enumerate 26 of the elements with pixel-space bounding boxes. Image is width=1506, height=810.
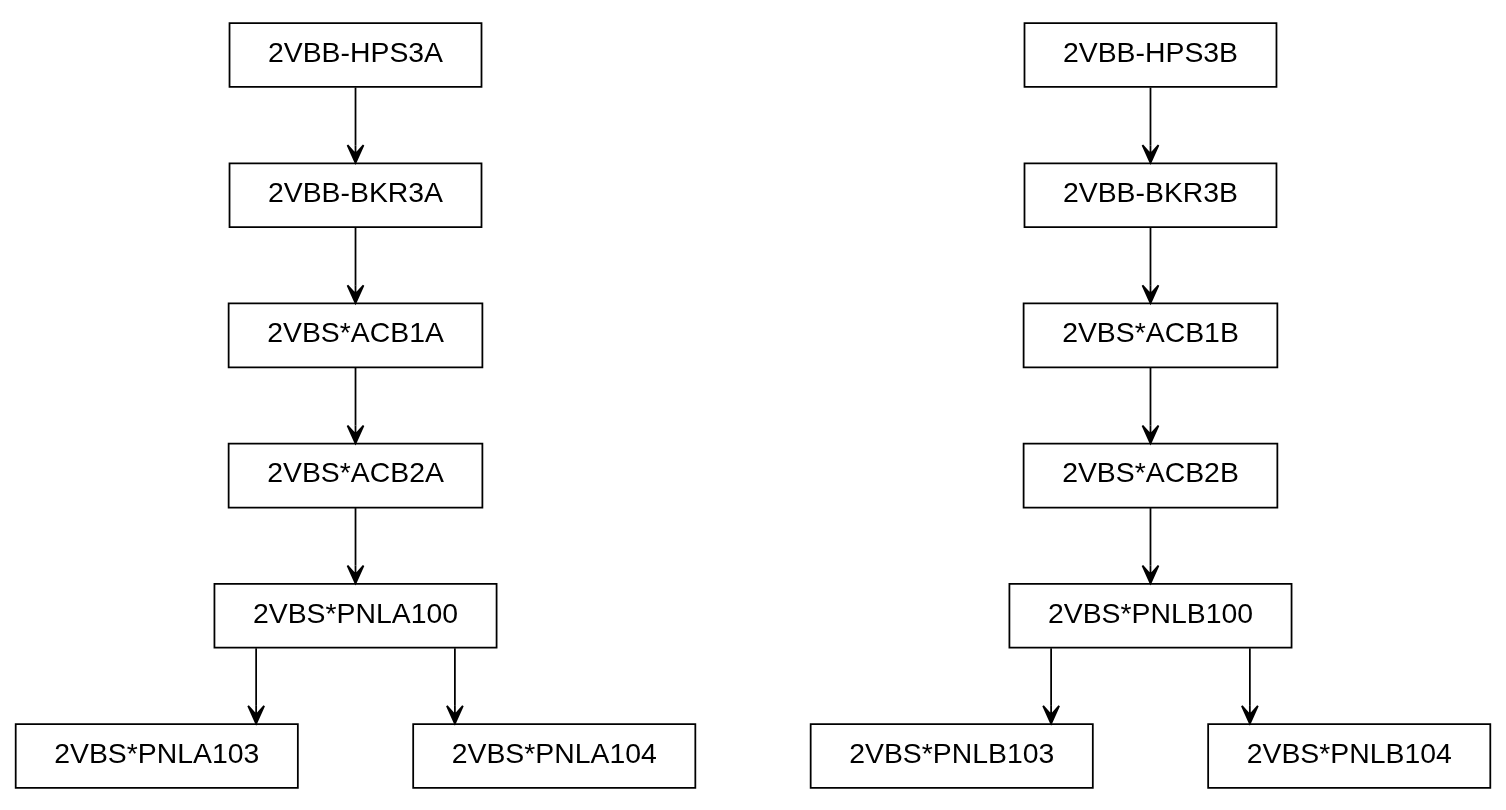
node-box: 2VBB-HPS3A xyxy=(228,21,483,88)
arrow xyxy=(1141,226,1160,304)
node-box: 2VBS*PNLB104 xyxy=(1207,722,1492,789)
node-box: 2VBS*ACB1B xyxy=(1022,302,1279,368)
node-box: 2VBB-BKR3B xyxy=(1023,161,1278,228)
arrow xyxy=(1141,506,1160,584)
arrow xyxy=(247,646,265,724)
arrow xyxy=(1042,646,1060,724)
node-box: 2VBS*PNLA104 xyxy=(412,722,697,789)
arrow xyxy=(346,366,365,444)
node-box: 2VBS*PNLA100 xyxy=(213,582,498,649)
arrow xyxy=(1241,646,1259,724)
node-box: 2VBS*PNLA103 xyxy=(14,722,299,789)
arrow xyxy=(346,226,365,304)
node-box: 2VBS*ACB1A xyxy=(227,302,484,368)
arrow xyxy=(346,506,365,584)
node-box: 2VBB-BKR3A xyxy=(228,161,483,228)
arrow xyxy=(446,646,464,724)
arrow xyxy=(346,86,365,164)
node-box: 2VBS*ACB2A xyxy=(227,442,484,508)
node-box: 2VBS*PNLB100 xyxy=(1008,582,1293,649)
arrow xyxy=(1141,366,1160,444)
node-box: 2VBB-HPS3B xyxy=(1023,21,1278,88)
node-box: 2VBS*PNLB103 xyxy=(809,722,1094,789)
node-box: 2VBS*ACB2B xyxy=(1022,442,1279,508)
arrow xyxy=(1141,86,1160,164)
